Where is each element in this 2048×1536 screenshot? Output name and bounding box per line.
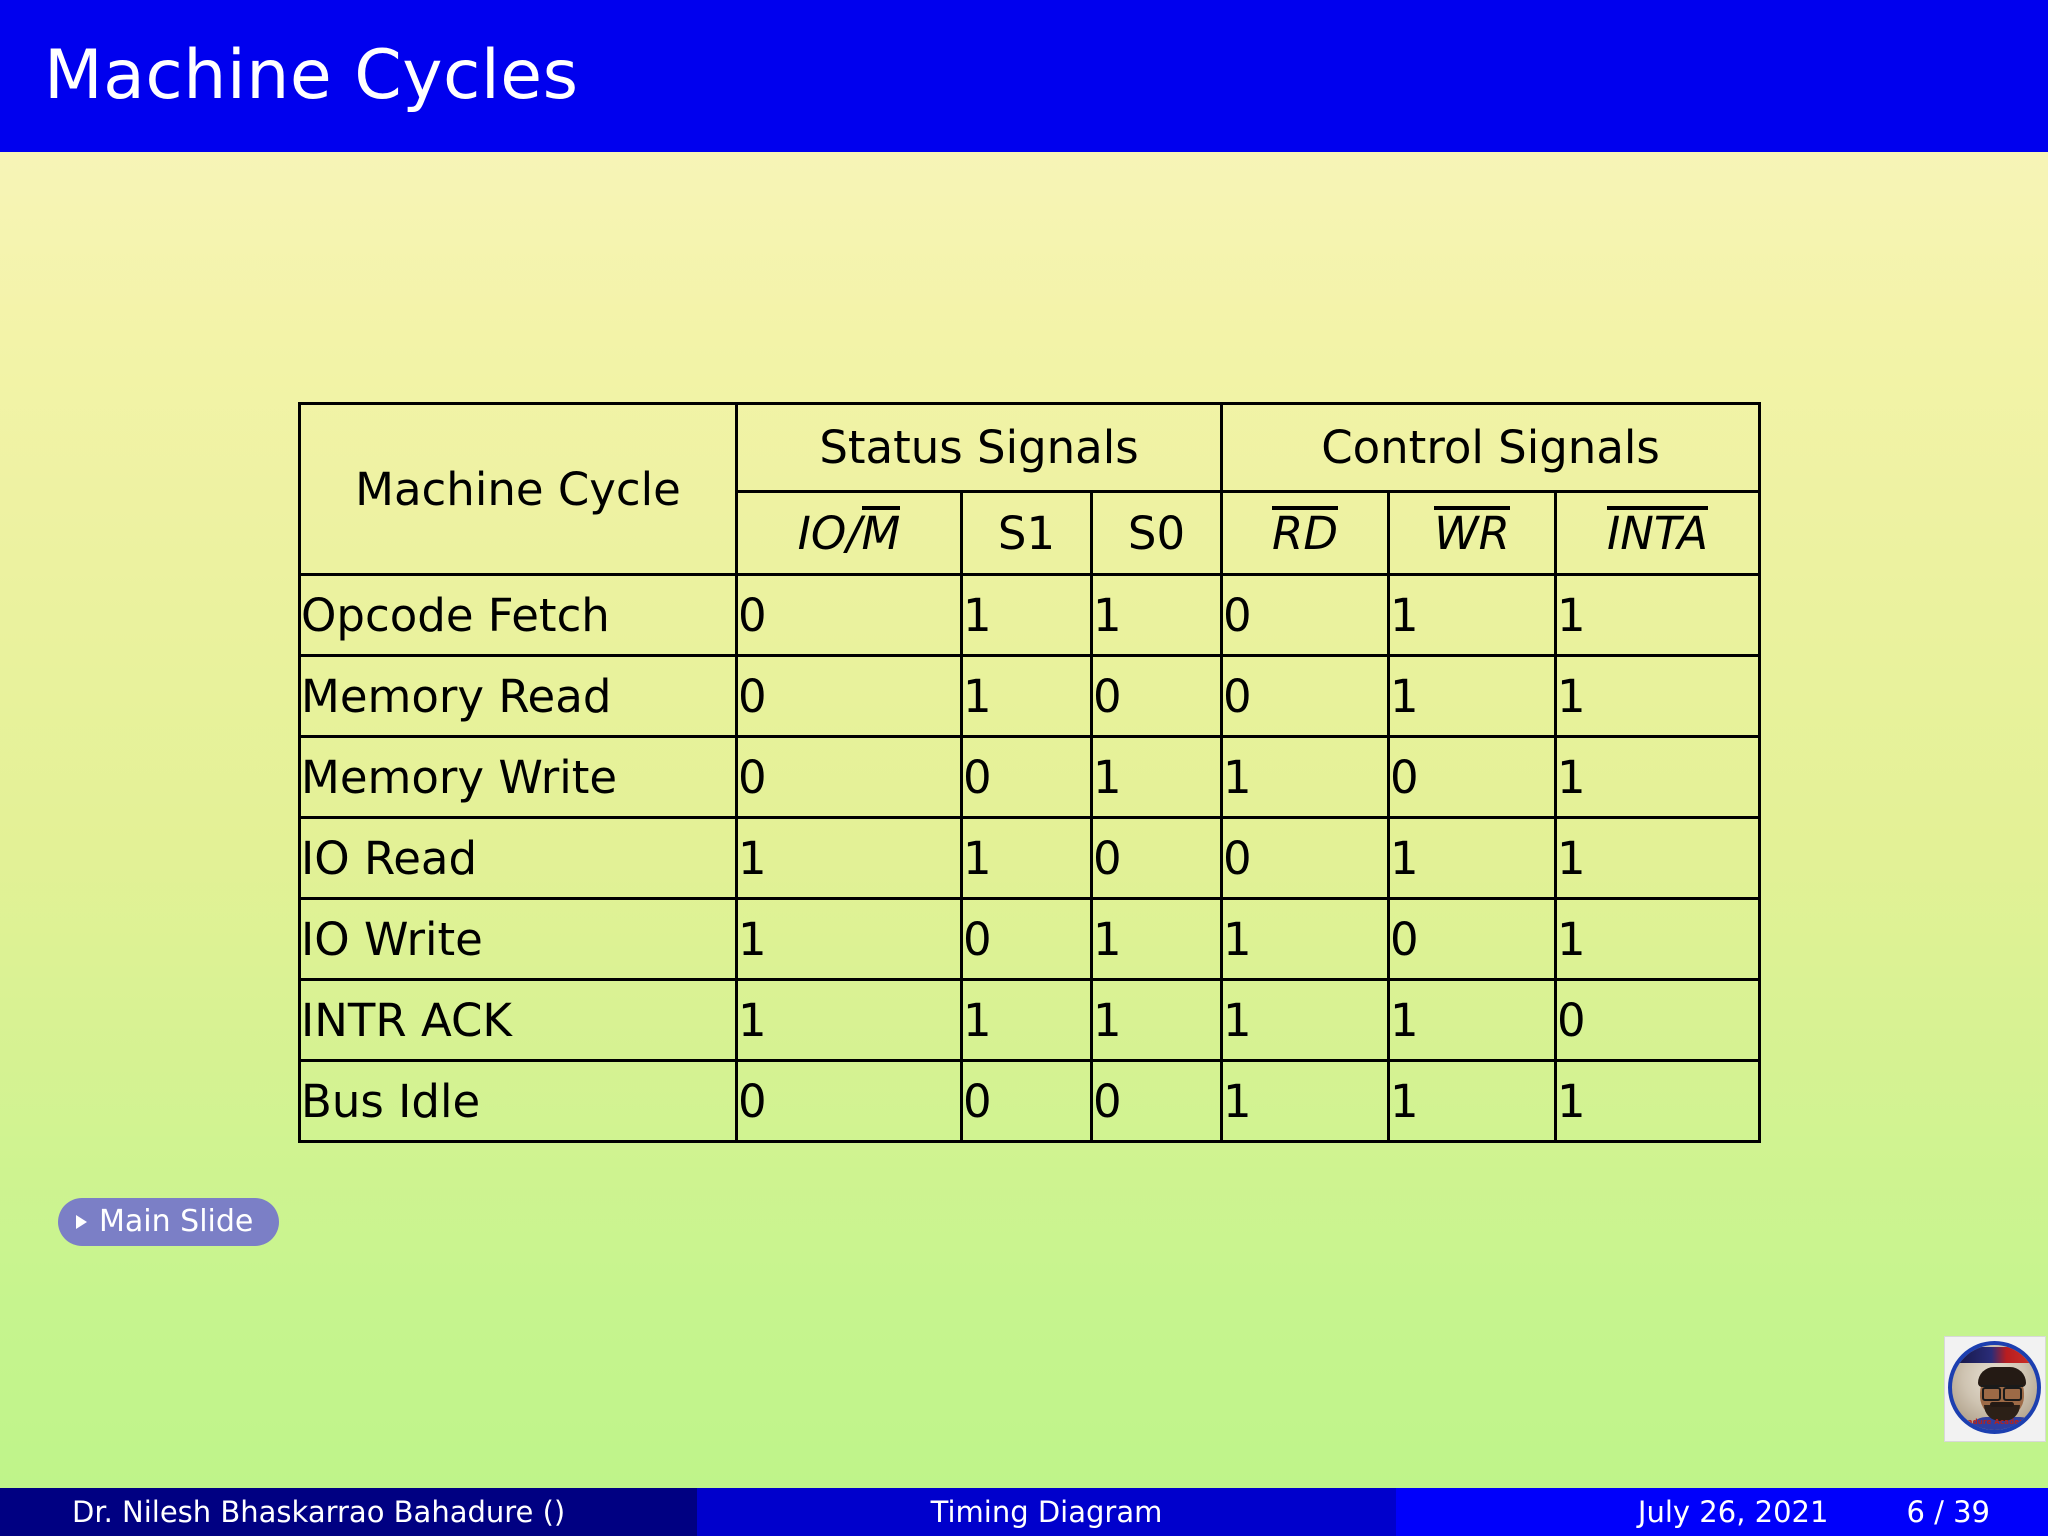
table-cell-cycle-name: Memory Write (298, 735, 738, 819)
table-cell-rd: 1 (1220, 735, 1391, 819)
table-cell-s0: 1 (1089, 573, 1224, 657)
footer-meta: July 26, 2021 6 / 39 (1396, 1488, 2048, 1536)
table-cell-wr: 1 (1387, 978, 1558, 1062)
table-cell-cycle-name: IO Read (298, 816, 738, 900)
table-cell-inta: 0 (1554, 978, 1762, 1062)
table-cell-s0: 1 (1089, 978, 1224, 1062)
table-cell-wr: 0 (1387, 735, 1558, 819)
table-cell-rd: 0 (1220, 816, 1391, 900)
table-sub-header-row: IO/M S1 S0 RD WR INTA (300, 490, 1762, 576)
machine-cycles-table-wrapper: Machine Cycle Status Signals Control Sig… (298, 402, 1762, 1143)
header-control-signals: Control Signals (1220, 402, 1762, 493)
table-cell-io-m: 0 (735, 735, 963, 819)
academy-logo: Bahadure Academy of Learning (1944, 1336, 2046, 1442)
logo-portrait-shirt (1968, 1417, 2037, 1430)
table-cell-s0: 1 (1089, 735, 1224, 819)
header-inta-bar: INTA (1606, 506, 1709, 560)
header-inta: INTA (1554, 490, 1762, 576)
table-cell-s0: 0 (1089, 816, 1224, 900)
header-wr-bar: WR (1434, 506, 1510, 560)
triangle-right-icon (76, 1215, 87, 1229)
table-cell-wr: 1 (1387, 1059, 1558, 1143)
table-cell-cycle-name: INTR ACK (298, 978, 738, 1062)
page-title: Machine Cycles (44, 36, 579, 115)
table-group-header-row: Machine Cycle Status Signals Control Sig… (298, 402, 1762, 576)
main-slide-button[interactable]: Main Slide (58, 1198, 280, 1246)
table-cell-rd: 1 (1220, 978, 1391, 1062)
table-cell-s0: 0 (1089, 654, 1224, 738)
table-cell-s1: 1 (960, 978, 1093, 1062)
header-io-m: IO/M (735, 490, 963, 576)
table-cell-inta: 1 (1554, 573, 1762, 657)
table-cell-io-m: 1 (735, 816, 963, 900)
table-cell-rd: 1 (1220, 1059, 1391, 1143)
logo-ring: Bahadure Academy of Learning (1948, 1341, 2041, 1434)
table-cell-rd: 0 (1220, 573, 1391, 657)
table-cell-s1: 0 (960, 735, 1093, 819)
header-wr: WR (1387, 490, 1558, 576)
table-cell-inta: 1 (1554, 897, 1762, 981)
logo-portrait-glasses (1981, 1385, 2023, 1401)
logo-portrait-hair (1978, 1367, 2026, 1387)
logo-caption: Bahadure Academy of Learning (1952, 1418, 2040, 1426)
table-cell-s1: 0 (960, 1059, 1093, 1143)
table-cell-wr: 1 (1387, 654, 1558, 738)
table-cell-s0: 1 (1089, 897, 1224, 981)
footer-date: July 26, 2021 (1637, 1494, 1829, 1529)
header-io-m-prefix: IO/ (797, 507, 862, 560)
table-cell-cycle-name: Opcode Fetch (298, 573, 738, 657)
table-cell-inta: 1 (1554, 654, 1762, 738)
table-cell-io-m: 1 (735, 897, 963, 981)
header-status-signals: Status Signals (734, 402, 1224, 493)
table-cell-inta: 1 (1554, 816, 1762, 900)
slide-title-bar: Machine Cycles (0, 0, 2048, 152)
header-rd-bar: RD (1272, 506, 1338, 560)
table-cell-cycle-name: Bus Idle (298, 1059, 738, 1143)
footer-page-number: 6 / 39 (1906, 1494, 1990, 1529)
table-cell-s1: 1 (960, 573, 1093, 657)
table-cell-inta: 1 (1554, 1059, 1762, 1143)
table-cell-wr: 0 (1387, 897, 1558, 981)
header-s1: S1 (960, 490, 1093, 576)
footer-author: Dr. Nilesh Bhaskarrao Bahadure () (0, 1488, 697, 1536)
logo-portrait-moustache (1990, 1402, 2014, 1407)
table-cell-wr: 1 (1387, 816, 1558, 900)
header-machine-cycle: Machine Cycle (298, 402, 738, 576)
table-cell-s1: 0 (960, 897, 1093, 981)
table-head: Machine Cycle Status Signals Control Sig… (298, 402, 1762, 576)
table-cell-io-m: 0 (735, 654, 963, 738)
main-slide-button-label: Main Slide (99, 1204, 254, 1239)
table-cell-s1: 1 (960, 654, 1093, 738)
table-cell-rd: 1 (1220, 897, 1391, 981)
table-cell-cycle-name: Memory Read (298, 654, 738, 738)
table-cell-cycle-name: IO Write (298, 897, 738, 981)
logo-portrait-beard (1984, 1405, 2020, 1421)
table-cell-io-m: 1 (735, 978, 963, 1062)
table-cell-rd: 0 (1220, 654, 1391, 738)
header-io-m-bar: M (861, 506, 901, 560)
table-cell-io-m: 0 (735, 573, 963, 657)
table-cell-wr: 1 (1387, 573, 1558, 657)
header-rd: RD (1220, 490, 1391, 576)
slide-footer: Dr. Nilesh Bhaskarrao Bahadure () Timing… (0, 1488, 2048, 1536)
machine-cycles-table: Machine Cycle Status Signals Control Sig… (298, 402, 1762, 1143)
footer-section: Timing Diagram (697, 1488, 1396, 1536)
header-s0: S0 (1089, 490, 1224, 576)
table-cell-inta: 1 (1554, 735, 1762, 819)
table-cell-s1: 1 (960, 816, 1093, 900)
table-cell-s0: 0 (1089, 1059, 1224, 1143)
logo-top-band (1958, 1347, 2037, 1363)
table-cell-io-m: 0 (735, 1059, 963, 1143)
